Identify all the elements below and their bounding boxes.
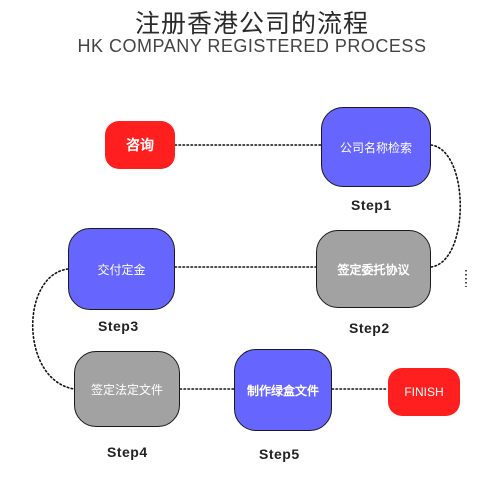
page-subtitle: HK COMPANY REGISTERED PROCESS [77,36,427,56]
sign-legal-node: 签定法定文件 [74,351,180,427]
page-title: 注册香港公司的流程 [134,9,369,38]
name-search-node: 公司名称检索 [321,107,431,187]
sign-entrust-node: 签定委托协议 [316,230,431,308]
deposit-label: 交付定金 [97,262,146,277]
connector-name-search-to-sign-entrust [430,144,462,268]
sign-entrust-label: 签定委托协议 [337,262,410,277]
make-docs-node: 制作绿盒文件 [234,349,332,431]
step2-label: Step2 [349,320,390,336]
sign-legal-label: 签定法定文件 [90,382,163,397]
make-docs-label: 制作绿盒文件 [246,383,319,398]
step3-label: Step3 [98,318,139,334]
step5-label: Step5 [259,446,300,462]
step4-label: Step4 [107,444,148,460]
consult-label: 咨询 [126,138,154,154]
deposit-node: 交付定金 [68,228,175,310]
connector-deposit-to-sign-legal [31,268,75,390]
finish-label: FINISH [404,385,444,399]
name-search-label: 公司名称检索 [339,140,412,155]
consult-node: 咨询 [105,121,175,169]
step1-label: Step1 [351,197,392,213]
finish-node: FINISH [388,368,460,416]
